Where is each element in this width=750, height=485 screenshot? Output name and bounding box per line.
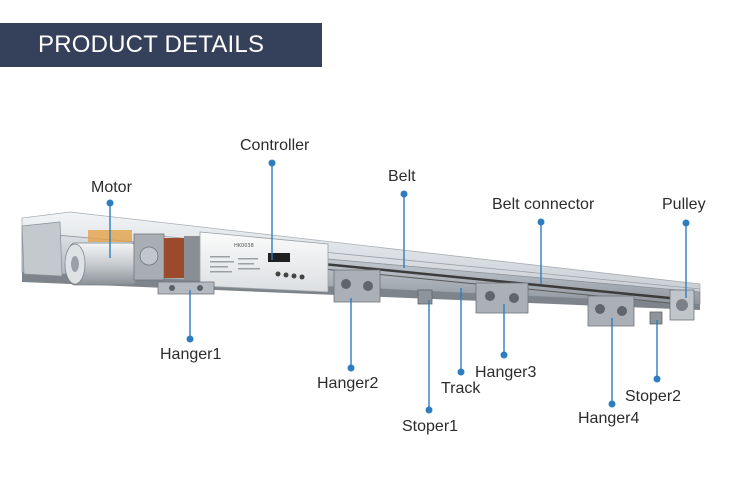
hanger-3 bbox=[475, 282, 529, 314]
gearbox bbox=[133, 233, 200, 281]
label-track: Track bbox=[441, 380, 481, 397]
stoper-2 bbox=[649, 311, 663, 325]
label-stoper2: Stoper2 bbox=[625, 388, 682, 405]
stoper-1 bbox=[417, 289, 433, 305]
hanger-4 bbox=[587, 295, 635, 327]
hanger-1 bbox=[157, 281, 215, 295]
hanger2-dot bbox=[347, 364, 355, 372]
label-hanger3: Hanger3 bbox=[475, 364, 537, 381]
controller-model-text: HK0038 bbox=[234, 243, 254, 249]
track-dot bbox=[457, 368, 465, 376]
hanger1-dot bbox=[186, 335, 194, 343]
belt-dot bbox=[400, 190, 408, 198]
label-belt: Belt bbox=[388, 168, 416, 185]
label-belt-connector: Belt connector bbox=[492, 196, 595, 213]
pulley bbox=[669, 289, 695, 321]
label-stoper1: Stoper1 bbox=[402, 418, 459, 435]
motor-dot bbox=[106, 199, 114, 207]
header-banner: PRODUCT DETAILS bbox=[0, 23, 322, 67]
stoper1-dot bbox=[425, 406, 433, 414]
belt-connector-dot bbox=[537, 218, 545, 226]
label-motor: Motor bbox=[91, 179, 132, 196]
leader-lines bbox=[106, 159, 690, 414]
label-hanger1: Hanger1 bbox=[160, 346, 222, 363]
stoper2-dot bbox=[653, 375, 661, 383]
hanger-2 bbox=[333, 269, 381, 303]
label-controller: Controller bbox=[240, 137, 310, 154]
controller: HK0038 bbox=[199, 231, 329, 293]
label-hanger2: Hanger2 bbox=[317, 375, 379, 392]
end-bracket bbox=[21, 221, 63, 277]
controller-dot bbox=[268, 159, 276, 167]
hanger4-dot bbox=[608, 400, 616, 408]
label-pulley: Pulley bbox=[662, 196, 706, 213]
label-hanger4: Hanger4 bbox=[578, 410, 640, 427]
page-title: PRODUCT DETAILS bbox=[38, 31, 265, 58]
hanger3-dot bbox=[500, 351, 508, 359]
pulley-dot bbox=[682, 219, 690, 227]
